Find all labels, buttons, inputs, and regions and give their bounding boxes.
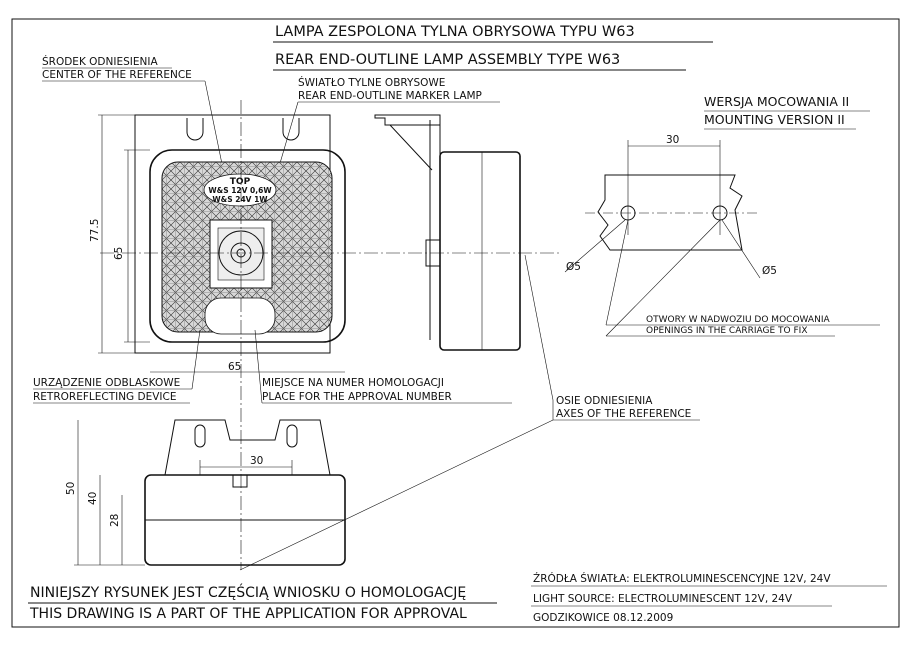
mounting-detail: 30 Ø5 Ø5 OTWORY W NADWOZIU DO MOCOWANIA …	[564, 134, 880, 337]
marking-line1: W&S 12V 0,6W	[208, 186, 272, 195]
front-view: TOP W&S 12V 0,6W W&S 24V 1W 77.5 65 65	[89, 100, 560, 570]
label-axes-en: AXES OF THE REFERENCE	[556, 408, 691, 420]
marking-line2: W&S 24V 1W	[212, 195, 268, 204]
approval-number-area	[204, 297, 276, 335]
label-approval-pl: MIEJSCE NA NUMER HOMOLOGACJI	[262, 377, 444, 389]
dim-bottom-spacing: 30	[250, 455, 263, 467]
dim-height-inner: 65	[113, 247, 125, 260]
title-pl: LAMPA ZESPOLONA TYLNA OBRYSOWA TYPU W63	[275, 24, 635, 40]
bottom-view: 30 50 40 28	[65, 419, 346, 566]
lamp-housing	[149, 149, 346, 343]
footer-source-en: LIGHT SOURCE: ELECTROLUMINESCENT 12V, 24…	[533, 593, 793, 605]
label-reflex-en: RETROREFLECTING DEVICE	[33, 391, 177, 403]
label-holes-en: OPENINGS IN THE CARRIAGE TO FIX	[646, 326, 808, 336]
side-view	[374, 114, 521, 351]
dim-hole-right: Ø5	[762, 265, 777, 277]
marking-oval	[203, 173, 277, 207]
connector	[425, 239, 441, 267]
dim-hole-left: Ø5	[566, 261, 581, 273]
label-holes-pl: OTWORY W NADWOZIU DO MOCOWANIA	[646, 315, 830, 325]
footer-source-pl: ŹRÓDŁA ŚWIATŁA: ELEKTROLUMINESCENCYJNE 1…	[533, 572, 831, 585]
dim-bottom-28: 28	[109, 514, 121, 527]
footer-place-date: GODZIKOWICE 08.12.2009	[533, 612, 673, 624]
dim-mount-spacing: 30	[666, 134, 679, 146]
label-approval-en: PLACE FOR THE APPROVAL NUMBER	[262, 391, 452, 403]
marking-top: TOP	[230, 177, 251, 187]
dim-bottom-50: 50	[65, 482, 77, 495]
note-pl: NINIEJSZY RYSUNEK JEST CZĘŚCIĄ WNIOSKU O…	[30, 583, 466, 601]
note-en: THIS DRAWING IS A PART OF THE APPLICATIO…	[29, 606, 467, 622]
label-mount-en: MOUNTING VERSION II	[704, 112, 845, 127]
leader-axes	[239, 419, 554, 571]
drawing-frame	[11, 18, 900, 628]
label-marker-pl: ŚWIATŁO TYLNE OBRYSOWE	[298, 76, 445, 89]
title-block: LAMPA ZESPOLONA TYLNA OBRYSOWA TYPU W63 …	[273, 24, 713, 71]
lamp-body-side	[439, 151, 521, 351]
label-center-pl: ŚRODEK ODNIESIENIA	[42, 55, 158, 68]
label-reflex-pl: URZĄDZENIE ODBLASKOWE	[33, 377, 180, 389]
label-mount-pl: WERSJA MOCOWANIA II	[704, 94, 849, 109]
dim-height-outer: 77.5	[89, 219, 101, 242]
dim-width-front: 65	[228, 361, 241, 373]
title-en: REAR END-OUTLINE LAMP ASSEMBLY TYPE W63	[275, 52, 620, 68]
label-marker-en: REAR END-OUTLINE MARKER LAMP	[298, 90, 482, 102]
mounting-slot-left	[186, 118, 204, 141]
dim-bottom-40: 40	[87, 492, 99, 505]
label-center-en: CENTER OF THE REFERENCE	[42, 69, 192, 81]
mounting-slot-right	[282, 118, 300, 141]
label-axes-pl: OSIE ODNIESIENIA	[556, 395, 653, 407]
